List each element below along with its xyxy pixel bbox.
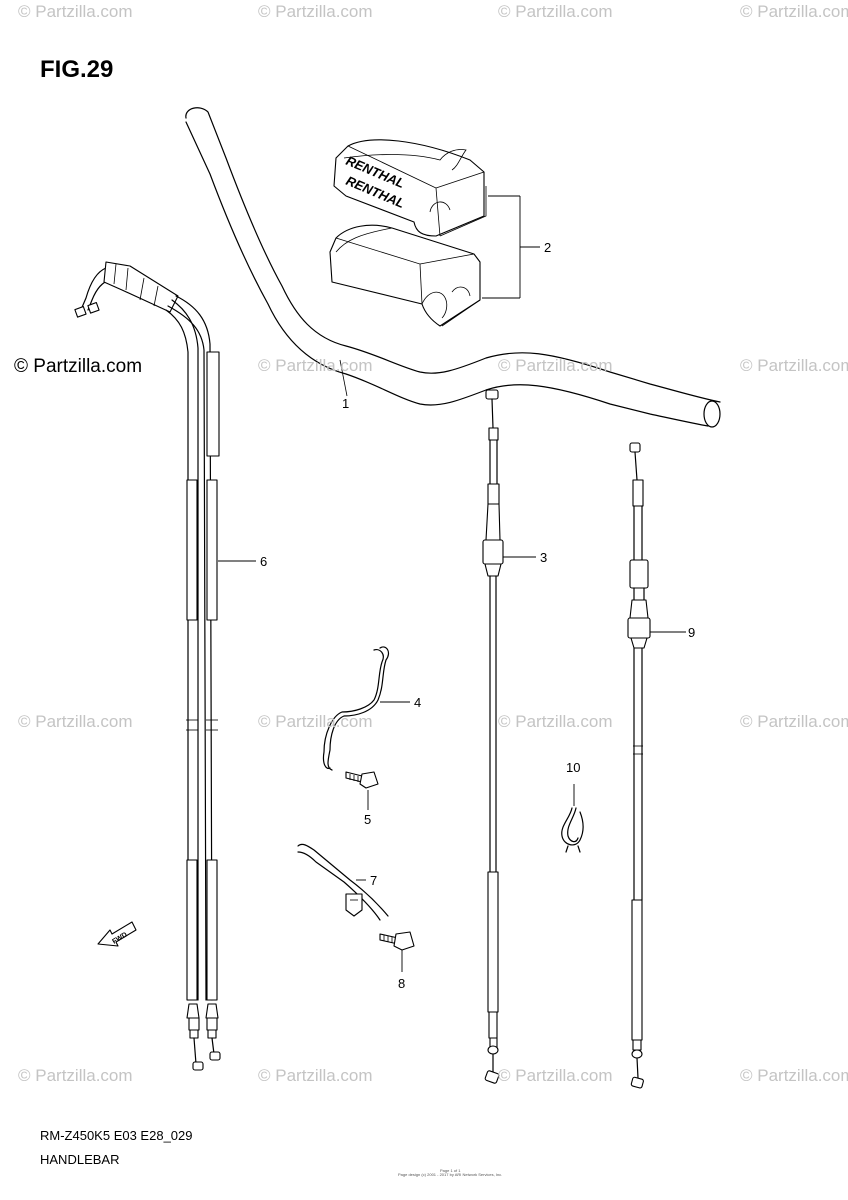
cable-holder-part-7 [297,843,389,921]
bolt-part-8 [379,931,415,972]
callout-6: 6 [260,554,268,569]
watermark: © Partzilla.com [258,1066,373,1085]
fwd-arrow-icon: FWD [97,921,137,947]
callout-3: 3 [540,550,548,565]
callout-2: 2 [544,240,552,255]
clamp-part-10 [561,784,584,853]
hot-start-cable-part-9 [627,442,686,1089]
callout-9: 9 [688,625,696,640]
watermark: © Partzilla.com [258,712,373,731]
watermark: © Partzilla.com [18,2,133,21]
watermark: © Partzilla.com [498,356,613,375]
watermark: © Partzilla.com [18,1066,133,1085]
watermark: © Partzilla.com [740,712,848,731]
watermark: © Partzilla.com [258,2,373,21]
handlebar-part-1 [185,107,721,428]
watermark: © Partzilla.com [18,712,133,731]
copyright-text: Page design (c) 2001 - 2017 by ARI Netwo… [398,1172,503,1177]
figure-title: FIG.29 [40,56,114,83]
watermark: © Partzilla.com [740,2,848,21]
callout-8: 8 [398,976,406,991]
model-code: RM-Z450K5 E03 E28_029 [40,1128,193,1143]
callout-10: 10 [566,760,581,775]
handlebar-pad-part-2: RENTHAL RENTHAL [329,139,540,327]
watermark: © Partzilla.com [740,1066,848,1085]
watermark: © Partzilla.com [258,356,373,375]
section-name: HANDLEBAR [40,1152,120,1167]
clutch-cable-part-3 [482,389,536,1084]
callout-4: 4 [414,695,422,710]
brand-label: © Partzilla.com [14,356,143,377]
callout-1: 1 [342,396,350,411]
watermark: © Partzilla.com [740,356,848,375]
page-number: Page 1 of 1 [440,1168,461,1173]
watermark: © Partzilla.com [498,2,613,21]
cable-guide-part-4 [322,646,410,771]
watermark: © Partzilla.com [498,1066,613,1085]
callout-5: 5 [364,812,372,827]
callout-7: 7 [370,873,378,888]
bolt-part-5 [345,771,379,810]
watermark: © Partzilla.com [498,712,613,731]
throttle-cables-part-6 [74,261,256,1071]
